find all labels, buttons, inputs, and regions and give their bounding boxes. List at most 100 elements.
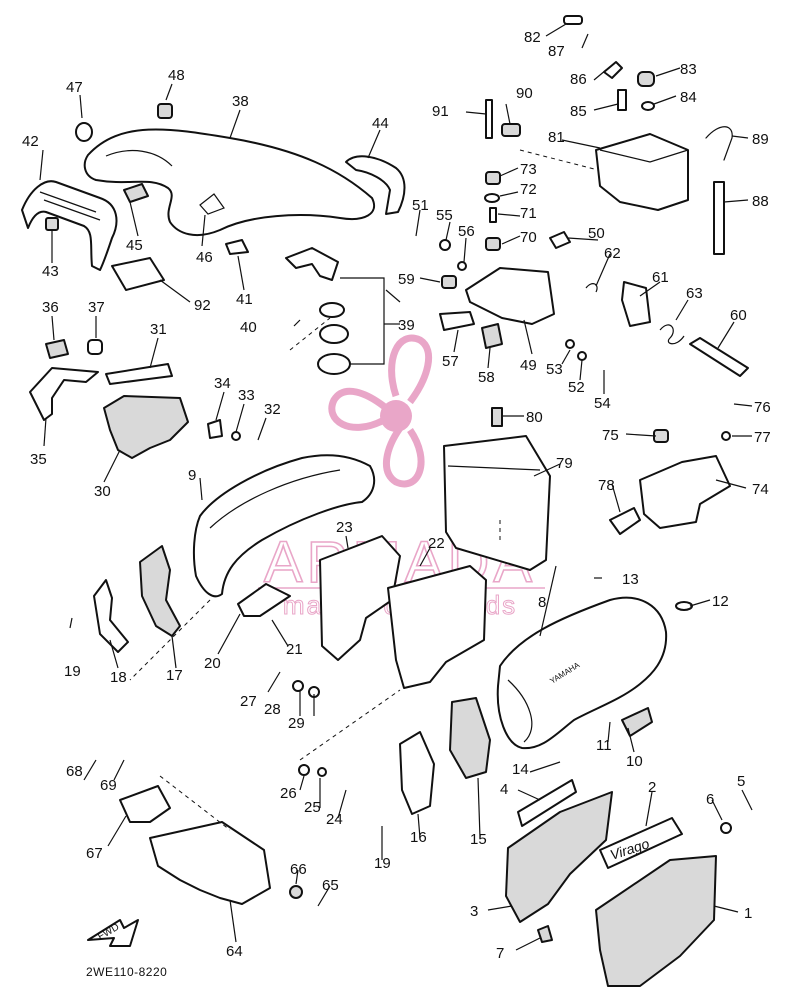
label-83: 83 [680,61,697,78]
part-78-shape [609,507,641,535]
part-44-shape [345,155,406,215]
label-54: 54 [594,395,611,412]
label-89: 89 [752,131,769,148]
part-4-shape [517,779,577,827]
label-69: 69 [100,777,117,794]
part-89-shape [705,126,733,161]
label-5: 5 [737,773,745,790]
label-67: 67 [86,845,103,862]
label-26: 26 [280,785,297,802]
label-40: 40 [240,319,257,336]
label-73: 73 [520,161,537,178]
label-30: 30 [94,483,111,500]
label-77: 77 [754,429,771,446]
label-79: 79 [556,455,573,472]
label-46: 46 [196,249,213,266]
label-27: 27 [240,693,257,710]
label-15: 15 [470,831,487,848]
label-61: 61 [652,269,669,286]
label-81: 81 [548,129,565,146]
part-71-shape [489,207,497,223]
part-49-shape [465,267,555,325]
part-64-shape [149,821,271,905]
label-4: 4 [500,781,508,798]
part-16-shape [399,731,435,815]
label-92: 92 [194,297,211,314]
part-58-shape [481,323,503,349]
label-23: 23 [336,519,353,536]
label-6: 6 [706,791,714,808]
part-30-shape [103,395,189,459]
label-74: 74 [752,481,769,498]
label-62: 62 [604,245,621,262]
label-48: 48 [168,67,185,84]
propeller-logo [328,334,433,488]
part-88-shape [713,181,725,255]
part-38-shape [83,128,375,237]
part-79-shape [443,435,551,571]
label-28: 28 [264,701,281,718]
label-65: 65 [322,877,339,894]
label-58: 58 [478,369,495,386]
label-68: 68 [66,763,83,780]
part-80-shape [491,407,503,427]
label-71: 71 [520,205,537,222]
label-21: 21 [286,641,303,658]
part-90-shape [501,123,521,137]
label-20: 20 [204,655,221,672]
part-84-shape [641,101,655,111]
part-31-shape [105,363,173,385]
part-7-shape [537,925,553,943]
label-34: 34 [214,375,231,392]
part-81-shape [595,133,689,211]
part-82-shape [563,15,583,25]
part-74-shape [639,455,731,529]
label-31: 31 [150,321,167,338]
label-47: 47 [66,79,83,96]
label-86: 86 [570,71,587,88]
part-57-shape [439,311,475,331]
part-61-shape [621,281,651,327]
label-85: 85 [570,103,587,120]
label-10: 10 [626,753,643,770]
part-67-shape [119,785,171,823]
label-8: 8 [538,594,546,611]
label-25: 25 [304,799,321,816]
label-33: 33 [238,387,255,404]
label-2: 2 [648,779,656,796]
label-49: 49 [520,357,537,374]
part-37-shape [87,339,103,355]
label-88: 88 [752,193,769,210]
part-20-shape [237,583,291,617]
label-52: 52 [568,379,585,396]
label-91: 91 [432,103,449,120]
label-80: 80 [526,409,543,426]
label-32: 32 [264,401,281,418]
part-48-shape [157,103,173,119]
label-44: 44 [372,115,389,132]
part-63-shape [659,324,685,345]
label-11: 11 [596,737,612,754]
label-72: 72 [520,181,537,198]
part-shapes: Virago [21,15,749,987]
part-3-shape [505,791,613,923]
label-9: 9 [188,467,196,484]
label-7: 7 [496,945,504,962]
part-1-shape [595,855,717,987]
label-16: 16 [410,829,427,846]
label-1: 1 [744,905,752,922]
label-14: 14 [512,761,529,778]
label-57: 57 [442,353,459,370]
part-15-shape [449,697,491,779]
part-39-bracket [285,247,339,281]
part-43-shape [45,217,59,231]
part-59-shape [441,275,457,289]
label-87: 87 [548,43,565,60]
part-92-shape [111,257,165,291]
part-41-shape [225,239,249,255]
label-18: 18 [110,669,127,686]
part-12-shape [675,601,693,611]
part-6-shape [720,822,732,834]
part-62-shape [585,283,598,293]
